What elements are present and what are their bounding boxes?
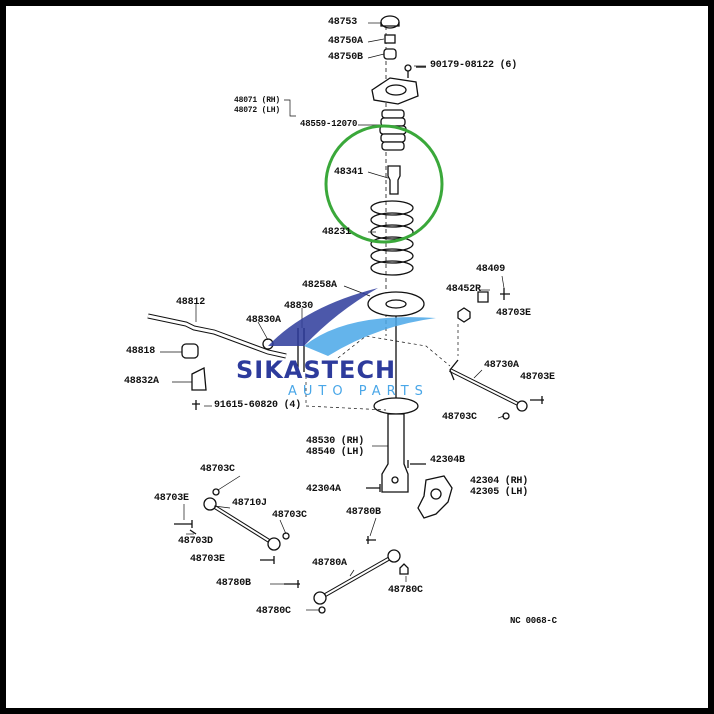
label-48703c-l2: 48703C [272, 510, 307, 521]
label-48559: 48559-12070 [300, 119, 358, 129]
part-48780b-bolt-top [366, 536, 376, 544]
part-48703e-bolt-l1 [174, 520, 193, 528]
label-48703e-l2: 48703E [190, 554, 225, 565]
label-48703c-r: 48703C [442, 412, 477, 423]
part-91615-bolt [192, 400, 200, 410]
label-48780a: 48780A [312, 558, 347, 569]
label-48780b-top: 48780B [346, 507, 381, 518]
label-42304b: 42304B [430, 455, 465, 466]
watermark-brand: SIKASTECH [236, 356, 397, 384]
label-42305: 42305 (LH) [470, 487, 529, 498]
part-48818-bushing [181, 343, 199, 359]
label-90179: 90179-08122 (6) [430, 60, 518, 71]
label-48780c-r: 48780C [388, 585, 423, 596]
part-48452r-bushing [477, 291, 489, 303]
label-48703e-l1: 48703E [154, 493, 189, 504]
label-48341: 48341 [334, 167, 364, 178]
part-48750b-bushing [383, 48, 397, 60]
label-48072: 48072 (LH) [234, 106, 281, 115]
part-48780c-nut-r [399, 563, 409, 575]
label-48703e-r1: 48703E [496, 308, 531, 319]
part-48703e-bolt-l2 [260, 556, 275, 564]
label-48730a: 48730A [484, 360, 519, 371]
part-48409-bolt [500, 288, 510, 300]
label-48231: 48231 [322, 227, 352, 238]
diagram-frame: 48753 48750A 48750B 90179-08122 (6) 4807… [6, 6, 708, 708]
label-48703e-r2: 48703E [520, 372, 555, 383]
label-42304a: 42304A [306, 484, 341, 495]
part-42304a-bolt [366, 484, 381, 492]
label-48071: 48071 (RH) [234, 96, 281, 105]
label-48753: 48753 [328, 17, 358, 28]
part-48071-upper-mount [371, 77, 419, 105]
part-42304-knuckle [417, 475, 453, 519]
part-48750a-nut [384, 34, 396, 44]
part-42304b-bolt [407, 460, 426, 468]
watermark-swoosh [268, 288, 436, 356]
part-48780b-bolt-bot [284, 580, 300, 588]
label-48830a: 48830A [246, 315, 281, 326]
watermark-tagline: AUTO PARTS [288, 384, 429, 399]
label-48710j: 48710J [232, 498, 267, 509]
part-48559-bellows [379, 109, 407, 151]
label-48832a: 48832A [124, 376, 159, 387]
part-48832a-bracket [191, 366, 207, 391]
label-42304: 42304 (RH) [470, 476, 529, 487]
label-48812: 48812 [176, 297, 206, 308]
part-48341-bump-stop [387, 165, 401, 195]
part-48703e-nut-r1 [457, 307, 471, 323]
diagram-code: NC 0068-C [510, 616, 557, 626]
label-48530: 48530 (RH) [306, 436, 365, 447]
label-48750b: 48750B [328, 52, 363, 63]
part-48703d-washer [189, 529, 197, 535]
label-48780c-b: 48780C [256, 606, 291, 617]
label-48818: 48818 [126, 346, 156, 357]
label-48258a: 48258A [302, 280, 337, 291]
part-48258a-spring-seat [367, 291, 425, 317]
label-48750a: 48750A [328, 36, 363, 47]
part-48703e-bolt-r2 [530, 396, 544, 404]
part-48703c-nut-l1 [212, 488, 220, 496]
exploded-suspension-diagram [147, 15, 544, 614]
label-48409: 48409 [476, 264, 506, 275]
part-48703c-nut-l2 [282, 532, 290, 540]
label-48830: 48830 [284, 301, 314, 312]
label-48780b-bot: 48780B [216, 578, 251, 589]
label-91615: 91615-60820 (4) [214, 400, 302, 411]
part-90179-nut [404, 64, 412, 72]
strut-spring-seat [373, 397, 419, 415]
label-48452r: 48452R [446, 284, 481, 295]
label-48703d: 48703D [178, 536, 213, 547]
highlight-circle [324, 124, 444, 244]
label-48703c-l1: 48703C [200, 464, 235, 475]
part-48530-strut-body [381, 413, 409, 493]
label-48540: 48540 (LH) [306, 447, 365, 458]
